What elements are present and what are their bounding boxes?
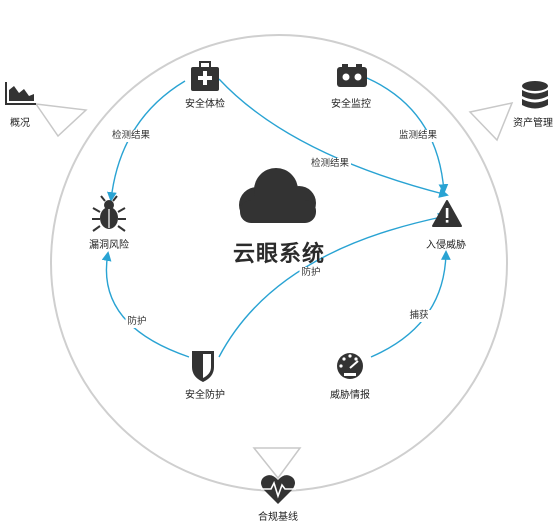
edge-label-check-to-vuln: 检测结果: [109, 130, 153, 142]
area-chart-icon: [5, 82, 36, 105]
label-asset-management: 资产管理: [513, 118, 553, 129]
edge-label-check-to-intrusion: 检测结果: [308, 158, 352, 170]
heart-pulse-icon: [261, 475, 296, 504]
edge-protect-to-vuln: [101, 251, 190, 358]
edge-check-to-intrusion: [218, 78, 449, 198]
label-compliance-baseline: 合规基线: [258, 512, 298, 523]
camera-icon: [337, 64, 367, 87]
edge-label-monitor-to-intrusion: 监测结果: [396, 130, 440, 142]
cloud-icon: [239, 168, 316, 223]
pointer-asset-management: [468, 101, 514, 142]
node-intrusion-threat: 入侵威胁: [426, 240, 466, 251]
gauge-icon: [337, 353, 363, 379]
node-threat-intel: 威胁情报: [330, 390, 370, 401]
node-vulnerability-risk: 漏洞风险: [89, 240, 129, 251]
pointer-compliance: [252, 447, 302, 480]
edge-intel-to-intrusion: [370, 250, 451, 358]
edge-monitor-to-intrusion: [366, 77, 449, 194]
warning-icon: [432, 200, 462, 227]
label-overview: 概况: [10, 118, 30, 129]
medical-kit-icon: [191, 61, 219, 91]
bug-icon: [92, 195, 126, 232]
edge-label-protect-to-vuln: 防护: [125, 316, 149, 328]
pointer-overview: [34, 103, 88, 138]
edge-label-protect-to-intrusion: 防护: [299, 267, 323, 279]
node-security-monitor: 安全监控: [331, 99, 371, 110]
edge-protect-to-intrusion: [218, 212, 448, 358]
edge-label-intel-to-intrusion: 捕获: [407, 310, 431, 322]
node-security-check: 安全体检: [185, 99, 225, 110]
node-security-protection: 安全防护: [185, 390, 225, 401]
database-icon: [522, 81, 548, 109]
diagram-title: 云眼系统: [232, 242, 326, 267]
shield-icon: [192, 351, 214, 382]
